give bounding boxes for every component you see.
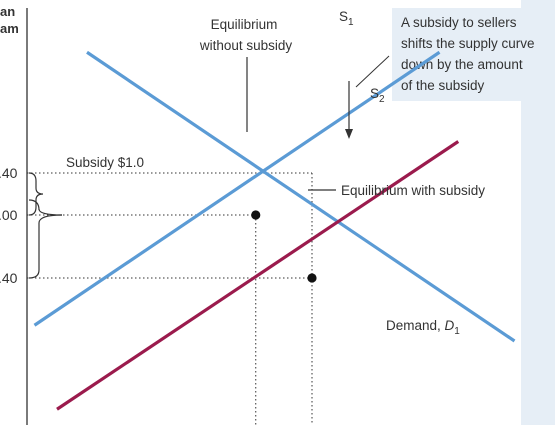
- subsidy-label: Subsidy $1.0: [66, 155, 144, 170]
- s1-label-symbol: S: [339, 9, 348, 24]
- demand-label-symbol: D: [445, 318, 455, 333]
- supply-curve-s2: [56, 140, 460, 411]
- eq-without-label-line-2: without subsidy: [199, 38, 293, 53]
- s2-label-symbol: S: [370, 86, 379, 101]
- s1-label-subscript: 1: [348, 17, 354, 28]
- y-axis-label-line-2: am: [0, 21, 19, 36]
- s2-label: S2: [370, 86, 385, 105]
- callout-pointer: [355, 55, 390, 88]
- y-axis-label-line-1: an: [0, 4, 15, 19]
- callout-line-3: down by the amount: [401, 57, 523, 72]
- equilibrium-point-without-subsidy: [251, 210, 261, 220]
- demand-label-subscript: 1: [454, 326, 460, 337]
- eq-with-label: Equilibrium with subsidy: [341, 183, 485, 198]
- s2-label-subscript: 2: [379, 94, 385, 105]
- subsidy-brace-right: [28, 199, 63, 216]
- supply-curve-s1: [33, 50, 441, 327]
- eq-without-label-line-1: Equilibrium: [211, 17, 278, 32]
- callout-line-1: A subsidy to sellers: [401, 15, 517, 30]
- callout-line-4: of the subsidy: [401, 78, 485, 93]
- y-tick-label: .40: [0, 270, 18, 286]
- supply-shift-arrowhead: [345, 129, 353, 139]
- callout-box: [392, 8, 555, 101]
- s1-label: S1: [339, 9, 354, 28]
- subsidy-brace-lower: [28, 214, 63, 279]
- y-tick-label: .40: [0, 165, 18, 181]
- subsidy-brace-left: [28, 172, 44, 216]
- callout-line-2: shifts the supply curve: [401, 36, 535, 51]
- demand-label-text: Demand,: [386, 318, 445, 333]
- y-tick-label: .00: [0, 207, 18, 223]
- equilibrium-point-with-subsidy: [307, 273, 317, 283]
- demand-label: Demand, D1: [386, 318, 460, 337]
- demand-curve: [86, 50, 516, 343]
